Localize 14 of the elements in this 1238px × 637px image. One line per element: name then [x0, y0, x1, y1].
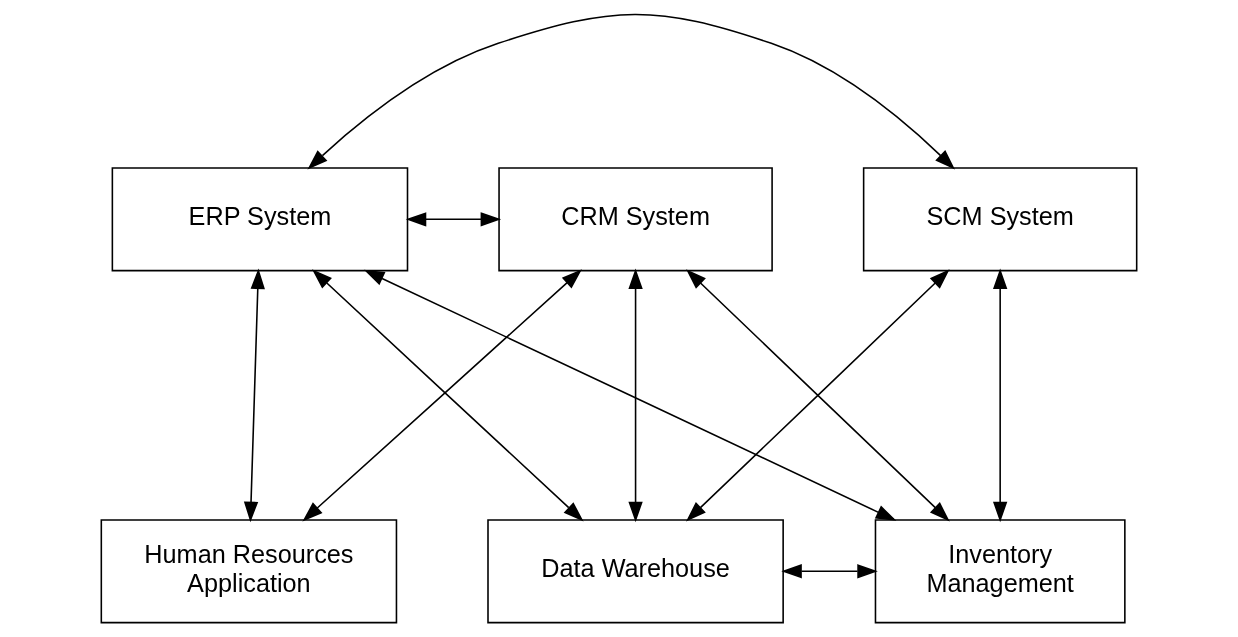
arrow [628, 268, 643, 523]
arrow [363, 269, 897, 521]
arrow [686, 269, 950, 522]
arrow [307, 13, 955, 170]
arrow [781, 564, 878, 579]
node-box: Inventory Management [874, 519, 1126, 624]
node-box: ERP System [111, 167, 409, 272]
arrow [405, 212, 502, 227]
node-box: SCM System [862, 167, 1138, 272]
node-box: CRM System [498, 167, 773, 272]
arrow [992, 268, 1008, 523]
arrow [243, 268, 265, 523]
node-box: Data Warehouse [487, 519, 784, 624]
node-box: Human Resources Application [100, 519, 398, 624]
